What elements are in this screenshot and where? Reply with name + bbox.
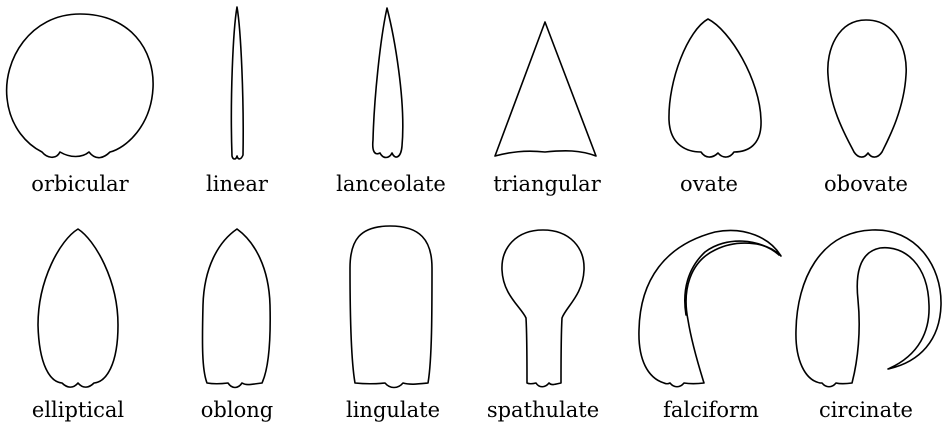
- leaf-lingulate: lingulate: [346, 226, 440, 422]
- oblong-outline: [202, 229, 270, 388]
- leaf-obovate: obovate: [824, 20, 908, 196]
- elliptical-label: elliptical: [32, 398, 124, 422]
- orbicular-label: orbicular: [31, 172, 129, 196]
- spathulate-label: spathulate: [487, 398, 599, 422]
- triangular-outline: [495, 22, 596, 156]
- circinate-outline: [796, 230, 941, 387]
- circinate-label: circinate: [819, 398, 913, 422]
- orbicular-outline: [7, 14, 154, 158]
- ovate-outline: [669, 19, 761, 157]
- leaf-orbicular: orbicular: [7, 14, 154, 196]
- triangular-label: triangular: [493, 172, 601, 196]
- lingulate-outline: [350, 226, 432, 388]
- leaf-ovate: ovate: [669, 19, 761, 196]
- oblong-label: oblong: [201, 398, 273, 422]
- falciform-inner-fold: [685, 241, 779, 315]
- linear-label: linear: [206, 172, 269, 196]
- elliptical-outline: [38, 229, 118, 387]
- obovate-outline: [828, 20, 906, 157]
- leaf-linear: linear: [206, 7, 269, 196]
- lanceolate-label: lanceolate: [336, 172, 446, 196]
- lanceolate-outline: [373, 8, 403, 158]
- spathulate-outline: [502, 230, 584, 387]
- leaf-spathulate: spathulate: [487, 230, 599, 422]
- leaf-falciform: falciform: [639, 230, 781, 422]
- ovate-label: ovate: [680, 172, 738, 196]
- leaf-lanceolate: lanceolate: [336, 8, 446, 196]
- linear-outline: [231, 7, 243, 159]
- falciform-label: falciform: [663, 398, 759, 422]
- lingulate-label: lingulate: [346, 398, 440, 422]
- leaf-circinate: circinate: [796, 230, 941, 422]
- leaf-triangular: triangular: [493, 22, 601, 196]
- leaf-elliptical: elliptical: [32, 229, 124, 422]
- leaf-oblong: oblong: [201, 229, 273, 422]
- falciform-outline: [639, 230, 781, 386]
- obovate-label: obovate: [824, 172, 908, 196]
